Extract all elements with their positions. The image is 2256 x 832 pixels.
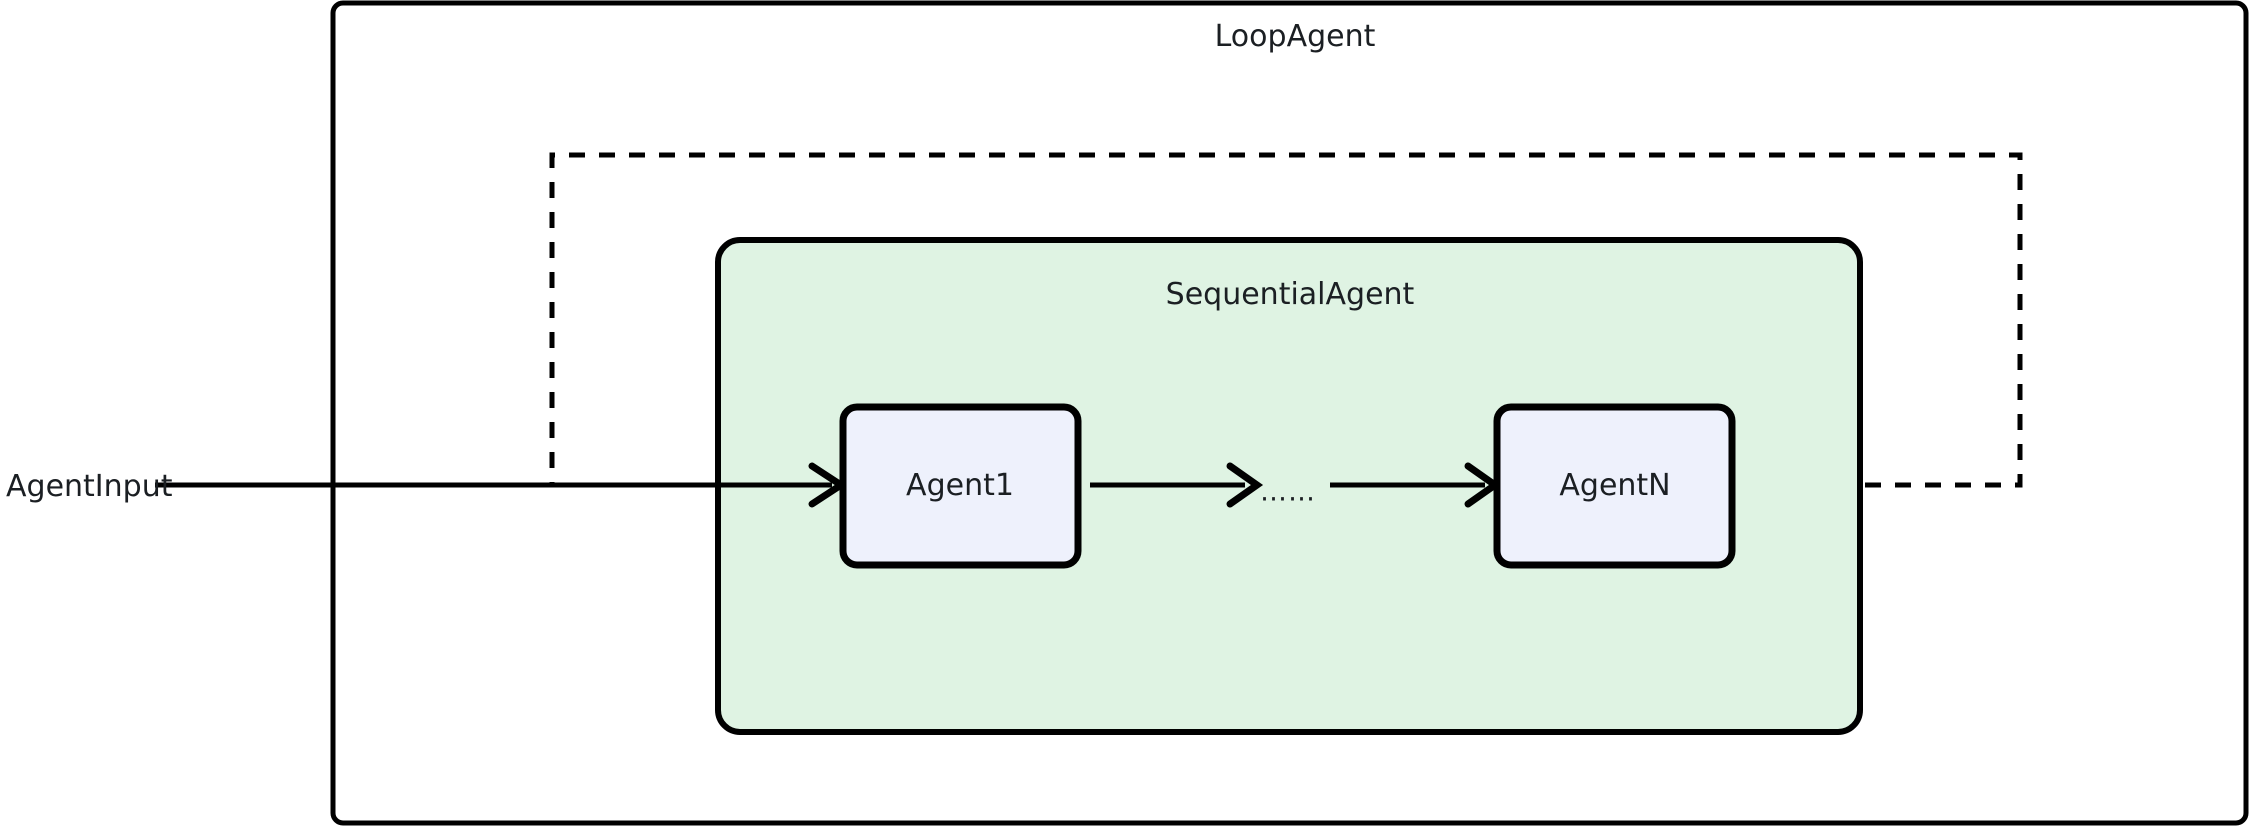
sequential-agent-title: SequentialAgent [1165, 277, 1415, 312]
agentn-node-box[interactable] [1493, 403, 1736, 569]
agent-input-label: AgentInput [6, 469, 173, 504]
agentn-node-label: AgentN [1559, 468, 1671, 503]
agent1-node-label: Agent1 [906, 468, 1014, 503]
agent1-node-box[interactable] [839, 403, 1082, 569]
edge-agent1-to-ellipsis-arrowhead [1226, 462, 1264, 508]
ellipsis-label: …… [1260, 476, 1316, 508]
loop-agent-title: LoopAgent [1214, 19, 1376, 54]
